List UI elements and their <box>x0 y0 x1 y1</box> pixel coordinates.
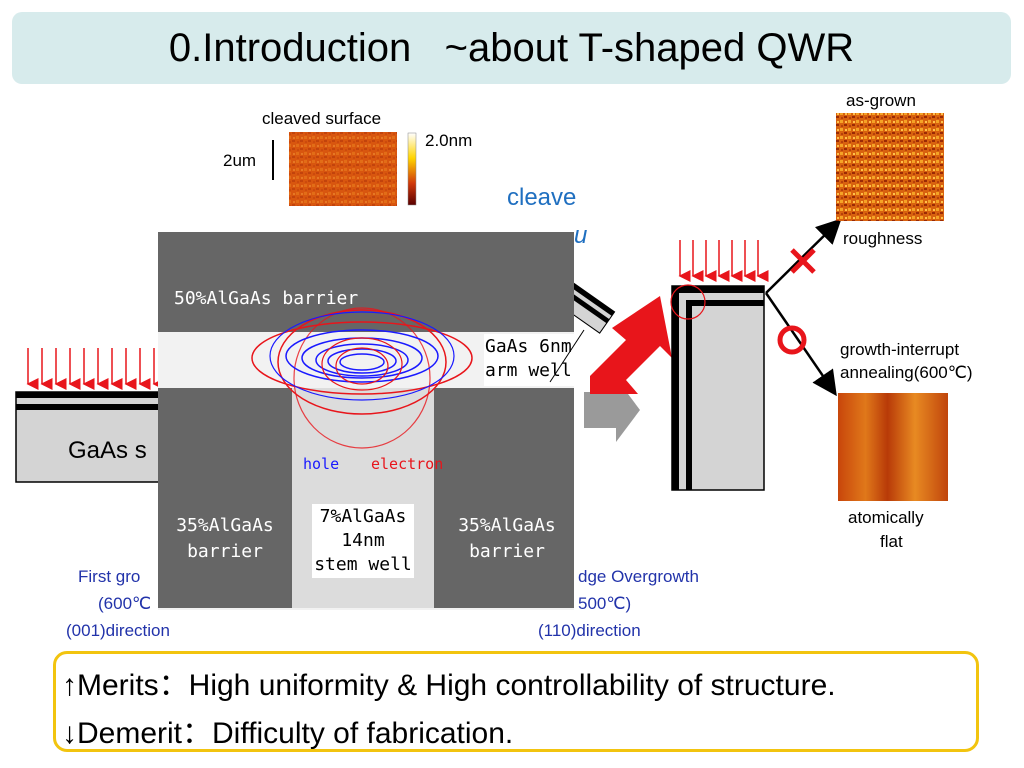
edge-overgrowth-line1: dge Overgrowth <box>578 567 699 587</box>
panel-edge <box>158 608 574 610</box>
arm-well-label-2: arm well <box>485 358 572 384</box>
arm-well-label-1: GaAs 6nm <box>485 334 572 360</box>
height-scale-label: 2.0nm <box>425 131 472 151</box>
barrier-left-label-2: barrier <box>158 539 292 565</box>
stem-label-2: 14nm <box>292 528 434 554</box>
stem-label-1: 7%AlGaAs <box>292 504 434 530</box>
cleaved-surface-label: cleaved surface <box>262 109 381 129</box>
barrier-top-label: 50%AlGaAs barrier <box>174 286 358 312</box>
demerit-line: ↓Demerit：Difficulty of fabrication. <box>62 708 513 752</box>
atomically-label: atomically <box>848 508 924 528</box>
scale-bar-label: 2um <box>223 151 256 171</box>
first-growth-line3: (001)direction <box>66 621 170 641</box>
edge-overgrowth-line3: (110)direction <box>538 621 641 641</box>
height-colorbar <box>408 133 416 205</box>
flat-label: flat <box>880 532 903 552</box>
barrier-right-label-2: barrier <box>440 539 574 565</box>
growth-interrupt-label: growth-interrupt <box>840 340 959 360</box>
annealing-branch-arrow <box>766 293 834 392</box>
stem-label-3: stem well <box>292 552 434 578</box>
bad-mark <box>792 250 814 272</box>
barrier-left-label-1: 35%AlGaAs <box>158 513 292 539</box>
first-growth-line1: First gro <box>78 567 140 587</box>
annealing-label: annealing(600℃) <box>840 363 973 383</box>
as-grown-label: as-grown <box>846 91 916 111</box>
edge-overgrowth-sample <box>671 285 764 490</box>
substrate-label: GaAs s <box>68 437 147 465</box>
merits-line: ↑Merits：High uniformity & High controlla… <box>62 660 836 704</box>
edge-overgrowth-line2: 500℃) <box>578 594 631 614</box>
cleave-label-fragment: u <box>574 222 587 250</box>
annealed-afm-image <box>838 393 948 501</box>
cleave-label: cleave <box>507 184 576 212</box>
overgrowth-flux-arrows <box>680 240 758 276</box>
as-grown-afm-image <box>836 113 944 221</box>
first-growth-line2: (600℃ <box>98 594 151 614</box>
barrier-right-label-1: 35%AlGaAs <box>440 513 574 539</box>
first-growth-flux-arrows <box>28 348 154 384</box>
hole-label: hole <box>303 455 339 473</box>
electron-label: electron <box>371 455 443 473</box>
roughness-label: roughness <box>843 229 922 249</box>
